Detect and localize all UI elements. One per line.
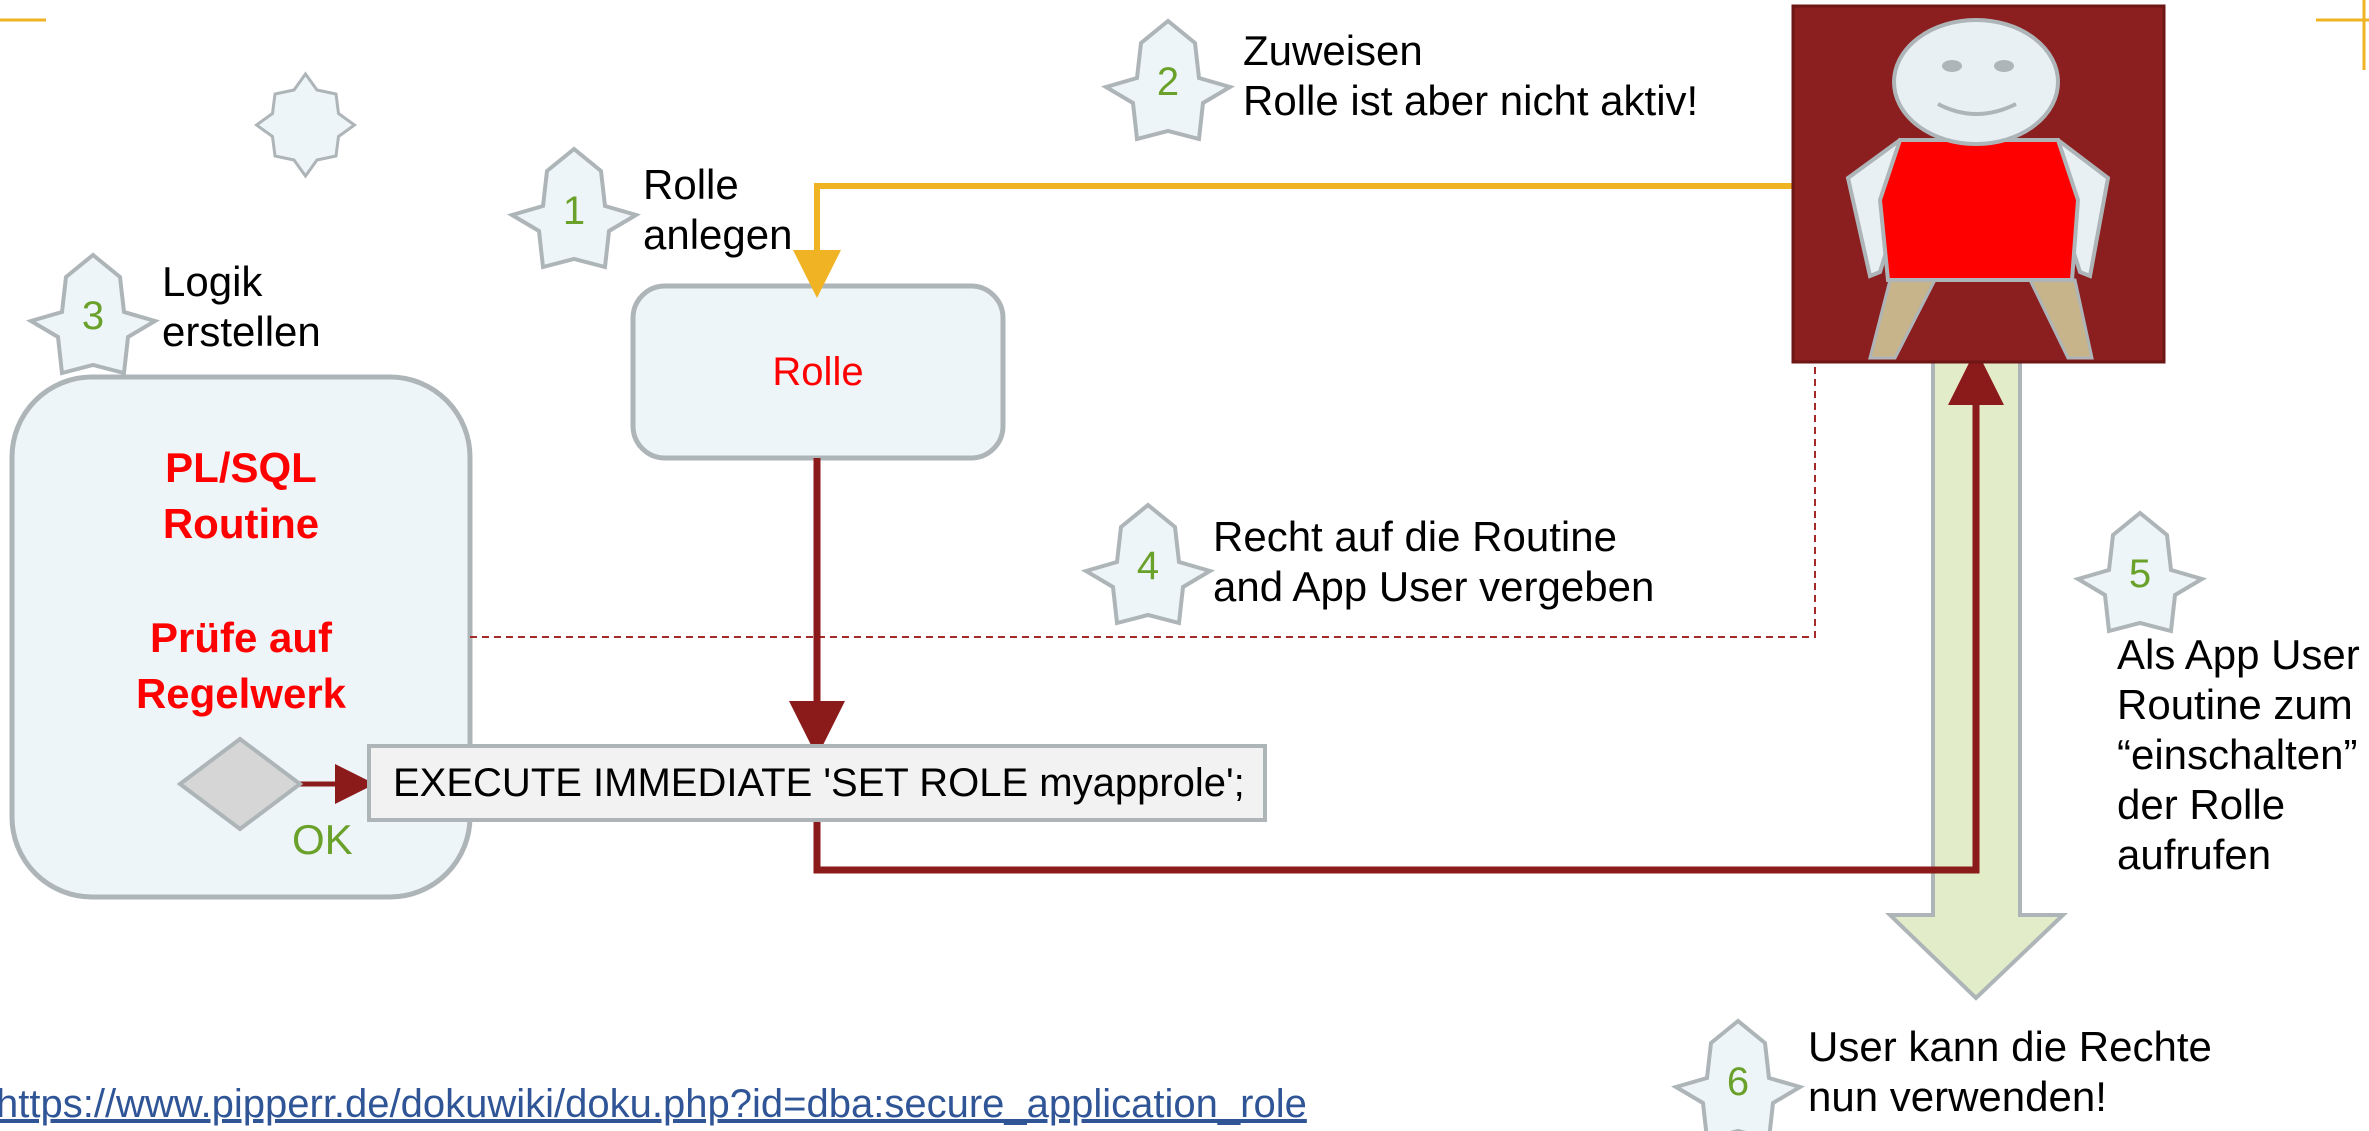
step-3-label: Logik erstellen [162, 257, 321, 357]
user-figure-icon [1791, 4, 2166, 364]
ok-label: OK [292, 816, 353, 863]
step-1-line-2: anlegen [643, 211, 793, 258]
step-2-line-1: Zuweisen [1243, 27, 1423, 74]
step-6-line-1: User kann die Rechte [1808, 1023, 2212, 1070]
routine-check: Prüfe auf Regelwerk [12, 610, 470, 722]
step-4-label: Recht auf die Routine and App User verge… [1213, 512, 1654, 612]
dashed-grant-line [470, 363, 1816, 638]
step-number-5: 5 [2128, 552, 2152, 596]
star-badge-icon [1671, 1018, 1805, 1131]
role-label: Rolle [772, 350, 864, 394]
step-number-6: 6 [1726, 1060, 1750, 1104]
star-badge-icon [2073, 510, 2207, 634]
step-number-3: 3 [81, 294, 105, 338]
reference-link[interactable]: https://www.pipperr.de/dokuwiki/doku.php… [0, 1082, 1307, 1126]
step-number-1: 1 [562, 189, 586, 233]
star-badge-icon [1101, 18, 1235, 142]
star-badge-icon [1081, 502, 1215, 626]
step-number-4: 4 [1136, 544, 1160, 588]
routine-title-line-1: PL/SQL [165, 444, 317, 491]
step-5-line-4: der Rolle [2117, 781, 2286, 828]
step-2-line-2: Rolle ist aber nicht aktiv! [1243, 77, 1699, 124]
step-5-line-1: Als App User [2117, 631, 2360, 678]
step-6-line-2: nun verwenden! [1808, 1073, 2107, 1120]
step-1-line-1: Rolle [643, 161, 739, 208]
routine-title-line-2: Routine [162, 500, 320, 547]
step-4-line-2: and App User vergeben [1213, 563, 1655, 610]
step-4-line-1: Recht auf die Routine [1213, 513, 1617, 560]
step-6-label: User kann die Rechte nun verwenden! [1808, 1022, 2212, 1122]
step-3-line-2: erstellen [162, 308, 321, 355]
step-5-line-2: Routine zum [2117, 681, 2353, 728]
exec-to-user-arrow [813, 349, 2004, 874]
assign-arrow [793, 183, 1793, 298]
step-3-line-1: Logik [162, 258, 263, 305]
step-5-label: Als App User Routine zum “einschalten” d… [2117, 630, 2360, 880]
step-1-label: Rolle anlegen [643, 160, 792, 260]
decision-diamond-icon [176, 736, 304, 832]
step-number-2: 2 [1156, 60, 1180, 104]
routine-title: PL/SQL Routine [12, 440, 470, 552]
routine-check-line-1: Prüfe auf [149, 614, 333, 661]
star-badge-icon [507, 146, 641, 270]
star-badge-icon [26, 252, 160, 376]
exec-statement-box: EXECUTE IMMEDIATE 'SET ROLE myapprole'; [367, 744, 1267, 822]
step-2-label: Zuweisen Rolle ist aber nicht aktiv! [1243, 26, 1698, 126]
star-badge-icon [253, 71, 358, 179]
step-5-line-5: aufrufen [2117, 831, 2272, 878]
routine-check-line-2: Regelwerk [135, 670, 347, 717]
step-5-line-3: “einschalten” [2117, 731, 2358, 778]
